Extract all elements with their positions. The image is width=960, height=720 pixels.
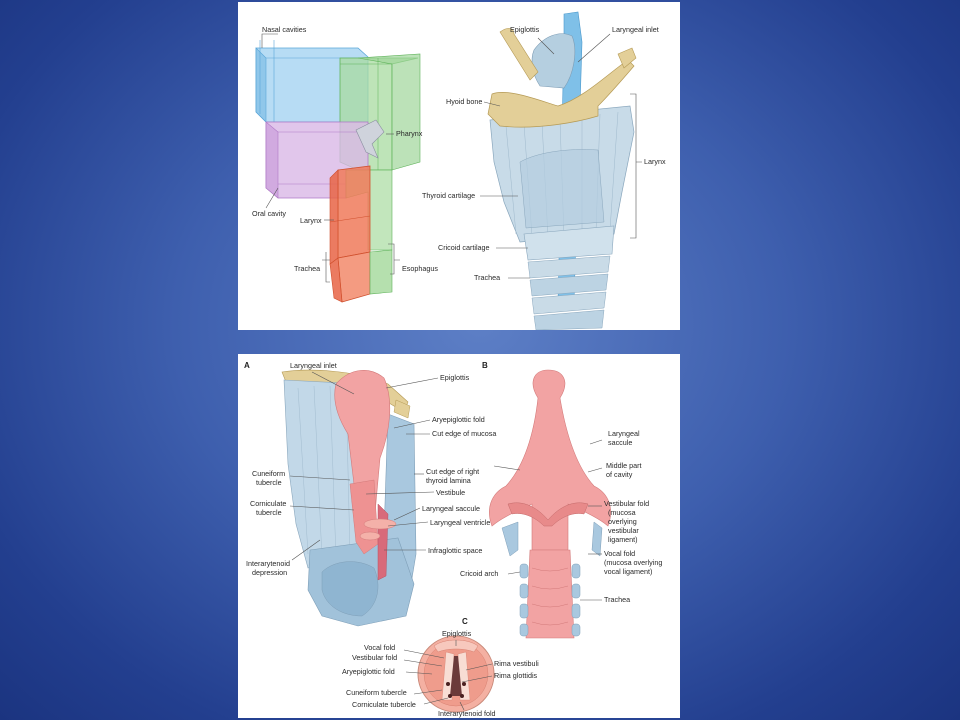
label-larynx-left: Larynx — [300, 216, 322, 225]
label-infraglottic-space: Infraglottic space — [428, 546, 482, 555]
label-interarytenoid-depression-line1: Interarytenoid — [246, 559, 290, 568]
label-aryepiglottic-fold-c: Aryepiglottic fold — [342, 667, 395, 676]
hyoid-bone-shape — [487, 59, 635, 128]
label-cut-edge-thyroid-line2: thyroid lamina — [426, 476, 471, 485]
label-rima-glottidis: Rima glottidis — [494, 671, 538, 680]
larynx-coronal-illustration — [489, 369, 611, 639]
label-vestibular-fold-b-line5: ligament) — [608, 535, 638, 544]
epiglottis-shape — [531, 33, 576, 89]
label-laryngeal-saccule-b-line1: Laryngeal — [608, 429, 640, 438]
bottom-figure-panel: A B C Laryngeal i — [238, 354, 680, 718]
label-vestibular-fold-b-line3: overlying — [608, 517, 637, 526]
label-cricoid-arch: Cricoid arch — [460, 569, 498, 578]
label-cut-edge-thyroid-line1: Cut edge of right — [426, 467, 479, 476]
cricoid-cartilage-shape — [523, 225, 615, 261]
label-corniculate-tubercle-a-line1: Corniculate — [250, 499, 286, 508]
top-figure-svg: Nasal cavities Pharynx Oral cavity Laryn… — [252, 11, 666, 330]
label-cut-edge-mucosa: Cut edge of mucosa — [432, 429, 496, 438]
label-vocal-fold-b-line1: Vocal fold — [604, 549, 635, 558]
label-trachea-right: Trachea — [474, 273, 500, 282]
label-oral-cavity: Oral cavity — [252, 209, 286, 218]
label-interarytenoid-fold: Interarytenoid fold — [438, 709, 496, 718]
label-vestibule: Vestibule — [436, 488, 465, 497]
label-cuneiform-tubercle-a-line2: tubercle — [256, 478, 282, 487]
label-vestibular-fold-b-line1: Vestibular fold — [604, 499, 649, 508]
label-vestibular-fold-b-line4: vestibular — [608, 526, 639, 535]
larynx-region — [337, 165, 371, 259]
label-hyoid-bone: Hyoid bone — [446, 97, 482, 106]
label-epiglottis-top: Epiglottis — [510, 25, 540, 34]
label-trachea-left: Trachea — [294, 264, 320, 273]
figure-letter-c: C — [462, 617, 468, 626]
trachea-rings — [527, 255, 611, 330]
label-laryngeal-saccule-b-line2: saccule — [608, 438, 632, 447]
trachea-region — [337, 251, 371, 303]
label-epiglottis-c: Epiglottis — [442, 629, 472, 638]
label-larynx-right: Larynx — [644, 157, 666, 166]
label-trachea-b: Trachea — [604, 595, 630, 604]
larynx-sagittal-illustration — [281, 369, 439, 627]
label-aryepiglottic-fold-a: Aryepiglottic fold — [432, 415, 485, 424]
label-vestibular-fold-c: Vestibular fold — [352, 653, 397, 662]
label-middle-part-line1: Middle part — [606, 461, 642, 470]
larynx-anterior-illustration — [480, 11, 642, 330]
label-rima-vestibuli: Rima vestibuli — [494, 659, 539, 668]
label-vocal-fold-b-line3: vocal ligament) — [604, 567, 652, 576]
label-interarytenoid-depression-line2: depression — [252, 568, 287, 577]
esophagus-region — [369, 249, 393, 295]
label-nasal-cavities: Nasal cavities — [262, 25, 307, 34]
label-cuneiform-tubercle-c: Cuneiform tubercle — [346, 688, 407, 697]
label-pharynx: Pharynx — [396, 129, 423, 138]
label-laryngeal-ventricle: Laryngeal ventricle — [430, 518, 490, 527]
label-cricoid-cartilage: Cricoid cartilage — [438, 243, 490, 252]
label-laryngeal-inlet-a: Laryngeal inlet — [290, 361, 337, 370]
figure-letter-b: B — [482, 361, 488, 370]
laryngoscopic-view-illustration — [403, 635, 495, 713]
top-figure-panel: Nasal cavities Pharynx Oral cavity Laryn… — [238, 2, 680, 330]
label-laryngeal-inlet-top: Laryngeal inlet — [612, 25, 659, 34]
label-thyroid-cartilage: Thyroid cartilage — [422, 191, 475, 200]
label-vestibular-fold-b-line2: (mucosa — [608, 508, 636, 517]
label-epiglottis-a: Epiglottis — [440, 373, 470, 382]
label-laryngeal-saccule-a: Laryngeal saccule — [422, 504, 480, 513]
label-corniculate-tubercle-c: Corniculate tubercle — [352, 700, 416, 709]
label-middle-part-line2: of cavity — [606, 470, 633, 479]
label-vocal-fold-c: Vocal fold — [364, 643, 395, 652]
airway-schematic — [255, 33, 421, 303]
label-vocal-fold-b-line2: (mucosa overlying — [604, 558, 662, 567]
epiglottis-flap-shape — [355, 119, 385, 159]
figure-letter-a: A — [244, 361, 250, 370]
label-corniculate-tubercle-a-line2: tubercle — [256, 508, 282, 517]
label-cuneiform-tubercle-a-line1: Cuneiform — [252, 469, 285, 478]
bottom-figure-svg: A B C Laryngeal i — [244, 361, 662, 718]
epiglottis-mucosa-shape — [334, 370, 391, 531]
label-esophagus: Esophagus — [402, 264, 438, 273]
